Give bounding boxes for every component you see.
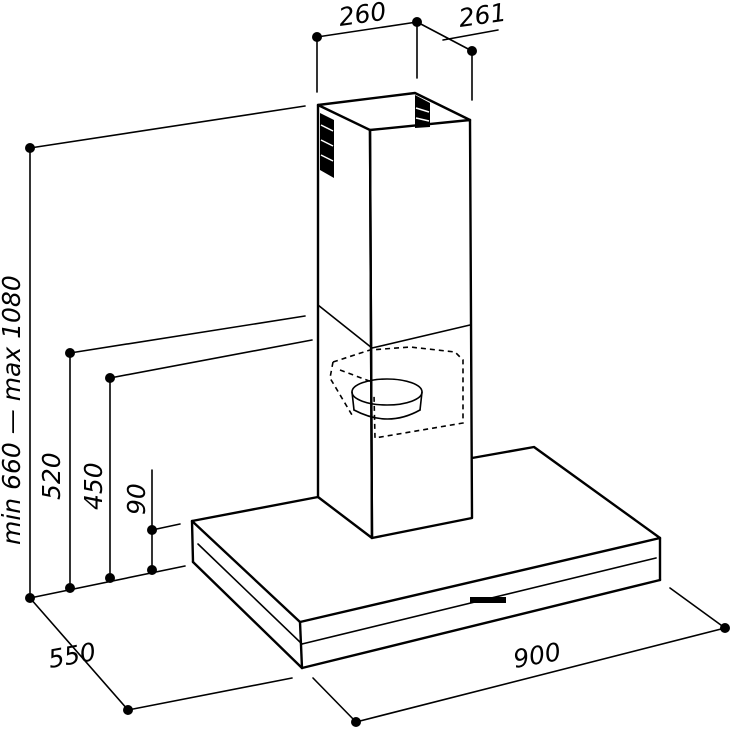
chimney-section-seam-side [371,324,471,349]
vent-slots-right [415,95,430,128]
internal-motor-outline [329,346,464,439]
control-panel-strip [470,597,506,603]
chimney [316,91,474,540]
label-height-520: 520 [37,452,66,500]
canopy [190,445,662,670]
label-canopy-thickness: 90 [122,483,151,515]
label-hood-depth: 550 [46,637,98,674]
canopy-bevel-left [197,543,303,645]
fan-ring [351,378,423,406]
chimney-top-edge-back [316,91,472,122]
label-total-height: min 660 — max 1080 [0,275,26,545]
dimension-lines [29,21,726,723]
label-height-450: 450 [79,462,108,510]
label-hood-width: 900 [511,637,563,674]
canopy-top-outline [190,445,662,624]
vent-slots-left [320,113,334,178]
chimney-section-seam-front [317,304,373,349]
dimension-endpoints [25,17,730,727]
label-chimney-depth: 261 [457,0,508,33]
chimney-side-face [368,118,474,540]
